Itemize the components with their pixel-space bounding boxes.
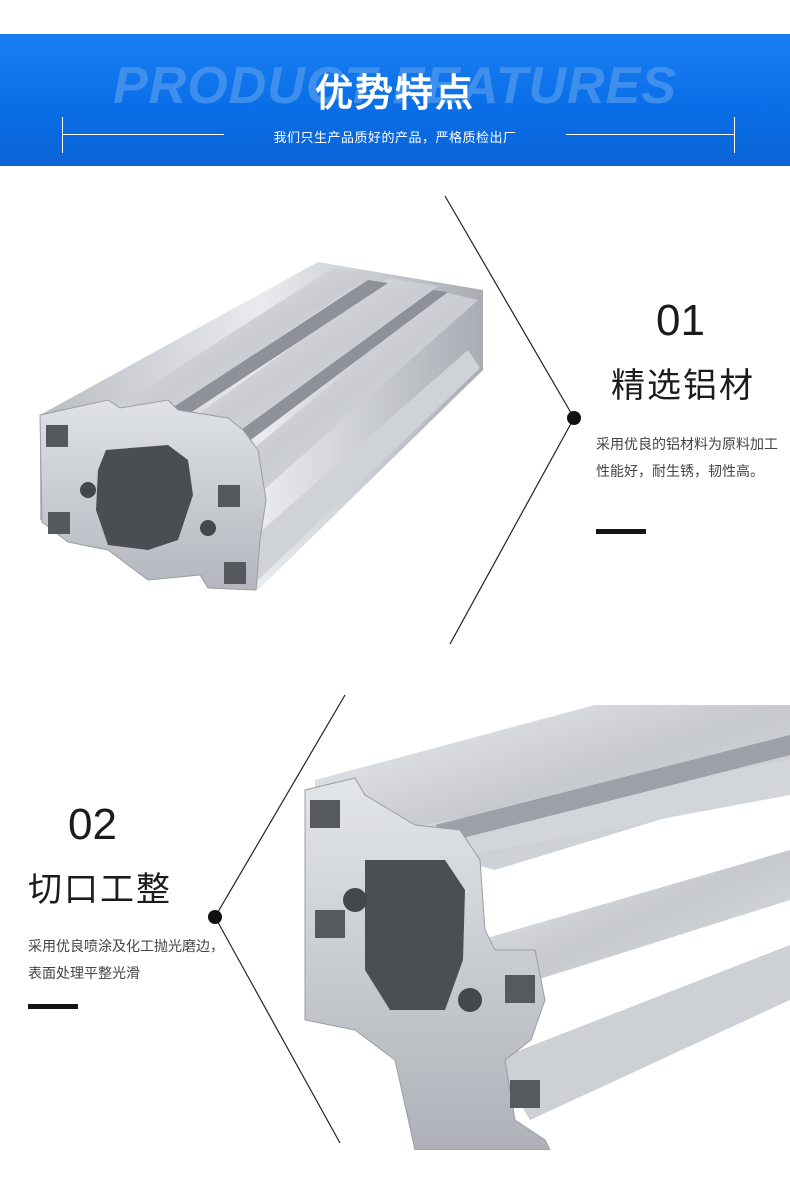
feature-2-number: 02 xyxy=(68,800,117,849)
banner-tick-left xyxy=(62,117,63,153)
banner-title: 优势特点 xyxy=(314,71,475,115)
feature-1-dot xyxy=(567,411,581,425)
top-margin xyxy=(0,0,790,34)
feature-1-description: 采用优良的铝材料为原料加工性能好，耐生锈，韧性高。 xyxy=(596,437,778,480)
feature-2-underline xyxy=(28,1004,78,1009)
banner-rule-right xyxy=(566,134,734,135)
aluminum-profile-image-1 xyxy=(39,262,483,591)
feature-1-underline xyxy=(596,529,646,534)
feature-2-title: 切口工整 xyxy=(28,870,172,910)
aluminum-profile-image-2 xyxy=(304,705,790,1150)
banner-background-text: PRODUCT FEATURES xyxy=(113,57,677,115)
feature-1-title: 精选铝材 xyxy=(611,366,755,406)
feature-1-number: 01 xyxy=(656,296,705,345)
banner-subtitle: 我们只生产品质好的产品，严格质检出厂 xyxy=(273,131,517,146)
features-banner: PRODUCT FEATURES 优势特点 我们只生产品质好的产品，严格质检出厂 xyxy=(0,34,790,166)
feature-2-description: 采用优良喷涂及化工抛光磨边，表面处理平整光滑 xyxy=(28,939,224,982)
banner-tick-right xyxy=(734,117,735,153)
banner-rule-left xyxy=(62,134,224,135)
feature-2-dot xyxy=(208,910,222,924)
